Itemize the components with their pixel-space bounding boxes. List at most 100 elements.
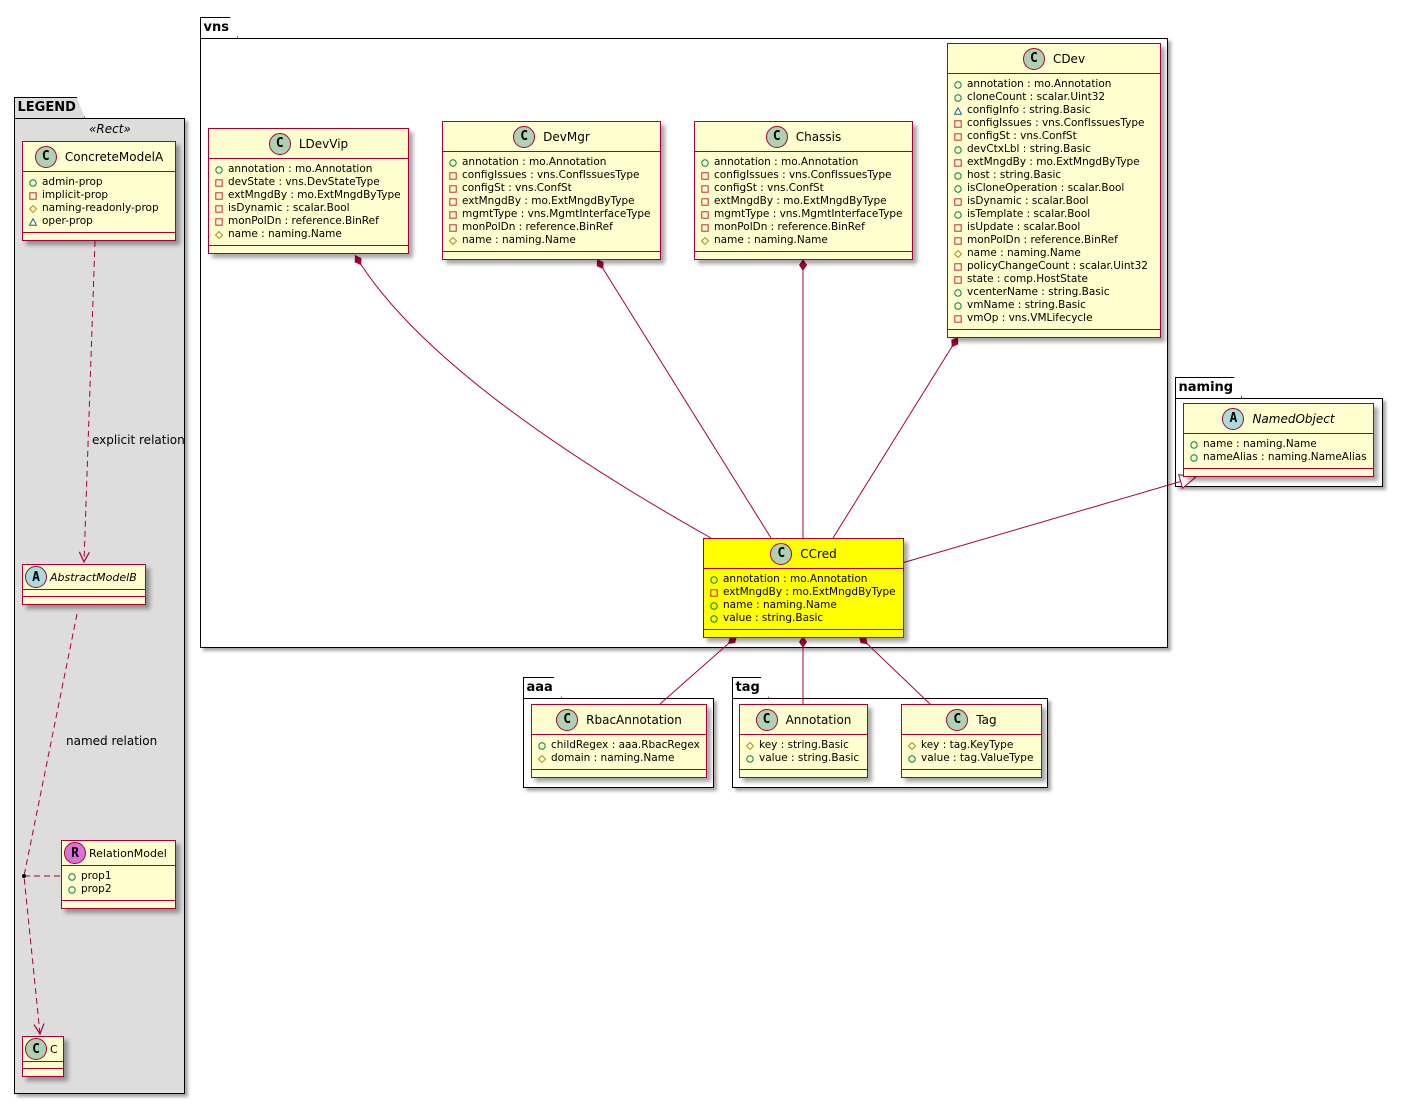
private-icon [215,178,223,187]
class-header: C CCred [704,539,903,569]
class-spot-icon: C [556,708,579,731]
attribute-text: domain : naming.Name [551,752,675,764]
class-attribute: extMngdBy : mo.ExtMngdByType [215,189,402,202]
private-icon [701,210,709,219]
attribute-text: name : naming.Name [1203,438,1317,450]
public-icon [710,601,718,610]
attribute-text: implicit-prop [42,189,109,201]
class-name: AbstractModelB [50,570,137,584]
public-icon [954,210,962,219]
public-icon [701,158,709,167]
explicit-relation-label: explicit relation [92,433,185,447]
private-icon [954,262,962,271]
private-icon [954,236,962,245]
class-methods [443,252,660,259]
public-icon [954,288,962,297]
class-attribute: monPolDn : reference.BinRef [701,221,906,234]
private-icon [449,184,457,193]
private-icon [954,119,962,128]
attribute-text: prop2 [81,883,112,895]
attribute-text: nameAlias : naming.NameAlias [1203,451,1367,463]
attribute-text: monPolDn : reference.BinRef [967,234,1118,246]
class-methods [695,252,912,259]
attribute-text: isUpdate : scalar.Bool [967,221,1081,233]
attribute-text: key : tag.KeyType [921,739,1014,751]
package-vns-label: vns [200,17,238,38]
relation-spot-icon: R [64,842,86,864]
class-header: C Annotation [740,705,867,735]
class-methods [532,770,706,777]
class-header: C LDevVip [209,129,408,159]
class-attribute: domain : naming.Name [538,752,700,765]
class-methods [704,630,903,637]
private-icon [215,217,223,226]
class-name: Annotation [785,712,852,727]
attribute-text: value : string.Basic [759,752,860,764]
private-icon [215,204,223,213]
private-icon [449,171,457,180]
named-relation-line [23,613,78,1034]
private-icon [215,191,223,200]
composition-ccred-rbacannotation [659,635,738,705]
class-attribute: extMngdBy : mo.ExtMngdByType [954,156,1154,169]
private-icon [954,158,962,167]
public-icon [538,741,546,750]
attribute-text: isDynamic : scalar.Bool [967,195,1089,207]
public-icon [954,184,962,193]
class-spot-icon: C [755,708,778,731]
class-attribute: extMngdBy : mo.ExtMngdByType [449,195,654,208]
class-attribute: cloneCount : scalar.Uint32 [954,91,1154,104]
class-methods [209,246,408,253]
public-icon [215,165,223,174]
attribute-text: cloneCount : scalar.Uint32 [967,91,1106,103]
class-attributes [23,1062,63,1069]
class-c[interactable]: C C [22,1036,64,1077]
class-methods [23,1069,63,1076]
class-spot-icon: C [34,145,57,168]
attribute-text: configSt : vns.ConfSt [462,182,572,194]
class-methods [23,597,145,604]
attribute-text: name : naming.Name [967,247,1081,259]
class-spot-icon: C [513,125,536,148]
class-attribute: host : string.Basic [954,169,1154,182]
class-attribute: configSt : vns.ConfSt [954,130,1154,143]
class-attribute: monPolDn : reference.BinRef [954,234,1154,247]
class-attribute: configIssues : vns.ConfIssuesType [701,169,906,182]
private-icon [29,191,37,200]
class-name: Tag [976,712,997,727]
class-spot-icon: C [268,132,291,155]
class-abstractmodelb[interactable]: A AbstractModelB [22,564,146,605]
package-aaa-label: aaa [523,677,562,698]
class-name: CDev [1052,51,1086,66]
private-icon [701,184,709,193]
class-attribute: prop1 [68,870,169,883]
explicit-relation-line [84,240,96,562]
class-header: C ConcreteModelA [23,142,175,172]
class-attribute: value : string.Basic [710,612,897,625]
attribute-text: state : comp.HostState [967,273,1088,285]
class-attribute: configSt : vns.ConfSt [449,182,654,195]
class-name: DevMgr [543,129,590,144]
class-name: RelationModel [89,846,167,860]
attribute-text: extMngdBy : mo.ExtMngdByType [228,189,401,201]
attribute-text: mgmtType : vns.MgmtInterfaceType [462,208,651,220]
class-name: ConcreteModelA [64,149,164,164]
class-attribute: value : string.Basic [746,752,861,765]
inheritance-ccred-namedobject [901,477,1196,564]
attribute-text: configIssues : vns.ConfIssuesType [462,169,640,181]
public-icon [954,171,962,180]
class-attribute: isTemplate : scalar.Bool [954,208,1154,221]
